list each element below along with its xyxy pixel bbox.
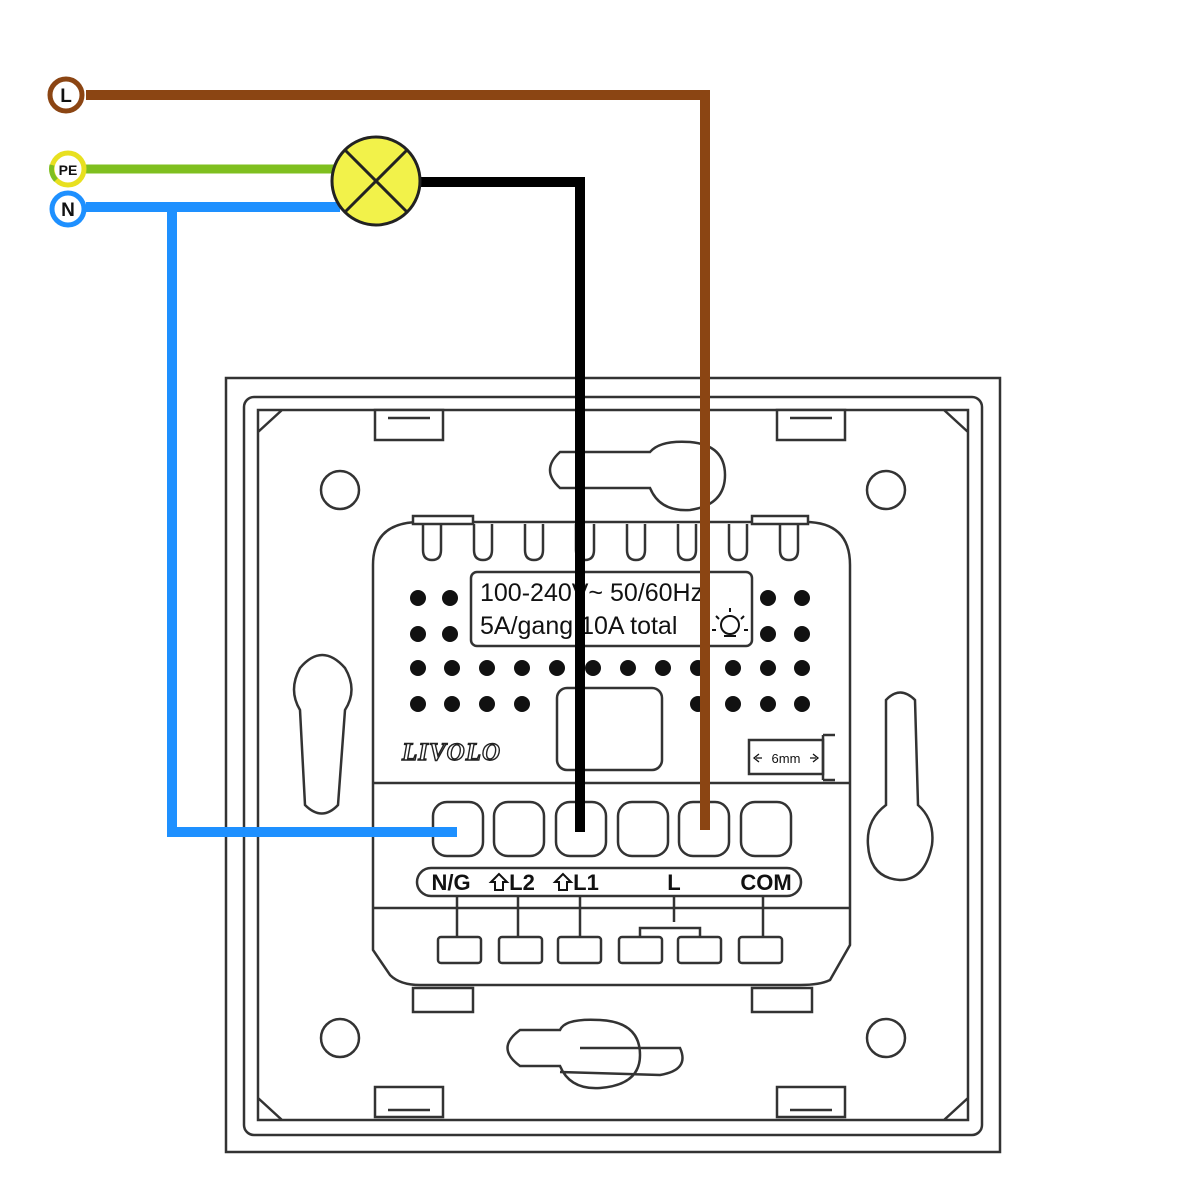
vent-tooth xyxy=(523,524,545,562)
outer-frame xyxy=(224,376,1002,1154)
live-wire xyxy=(86,90,710,830)
spec-label-box xyxy=(469,570,754,648)
terminal-label-ng: N/G xyxy=(431,870,470,895)
center-window xyxy=(555,686,664,772)
terminal-socket-com xyxy=(739,800,793,858)
vent-dots xyxy=(410,590,810,712)
inner-frame xyxy=(242,395,984,1137)
double-arrow-icon xyxy=(752,753,820,763)
svg-text:N: N xyxy=(61,200,75,221)
keyhole-slot-right xyxy=(866,691,934,882)
plate-body xyxy=(256,408,970,1122)
clip-top-left xyxy=(373,408,445,442)
clip-top-right xyxy=(775,408,847,442)
up-arrow-icon xyxy=(488,872,574,891)
earth-badge: PE xyxy=(49,150,87,188)
brand-logo: LIVOLO xyxy=(401,739,501,766)
terminal-socket-l2 xyxy=(492,800,546,858)
screw-hole xyxy=(319,1017,361,1059)
bulb-icon xyxy=(712,608,748,637)
terminal-label-l2: L2 xyxy=(509,870,535,895)
neutral-wire xyxy=(86,202,457,837)
screw-hole xyxy=(865,1017,907,1059)
vent-tooth xyxy=(625,524,647,562)
lamp-icon xyxy=(330,135,422,227)
clip-bottom-left xyxy=(373,1085,445,1119)
keyhole-slot-top xyxy=(548,440,727,512)
terminal-label-l: L xyxy=(667,870,680,895)
terminal-label-l1: L1 xyxy=(573,870,599,895)
wires xyxy=(86,90,710,837)
svg-text:L: L xyxy=(60,86,72,107)
keyhole-slot-left xyxy=(292,653,353,815)
vent-tooth xyxy=(676,524,698,562)
module-body xyxy=(371,520,852,987)
clip-bottom-right xyxy=(775,1085,847,1119)
vent-tooth xyxy=(421,524,443,562)
spec-line-1: 100-240V~ 50/60Hz xyxy=(480,579,703,607)
vent-tooth xyxy=(727,524,749,562)
terminal-sockets xyxy=(431,800,793,858)
terminal-screws xyxy=(436,896,784,965)
switched-live-wire xyxy=(420,177,585,832)
switch-back-plate xyxy=(224,376,1002,1154)
vent-tooth xyxy=(778,524,800,562)
screw-hole xyxy=(319,469,361,511)
live-badge: L xyxy=(47,76,85,114)
strip-length-label: 6mm xyxy=(772,751,801,766)
neutral-badge: N xyxy=(49,190,87,228)
screw-hole xyxy=(865,469,907,511)
vent-tooth xyxy=(472,524,494,562)
keyhole-slot-bottom xyxy=(506,1018,684,1090)
terminal-label-com: COM xyxy=(740,870,791,895)
terminal-socket-spare xyxy=(616,800,670,858)
svg-text:PE: PE xyxy=(59,162,78,178)
terminal-label-strip xyxy=(415,866,803,898)
